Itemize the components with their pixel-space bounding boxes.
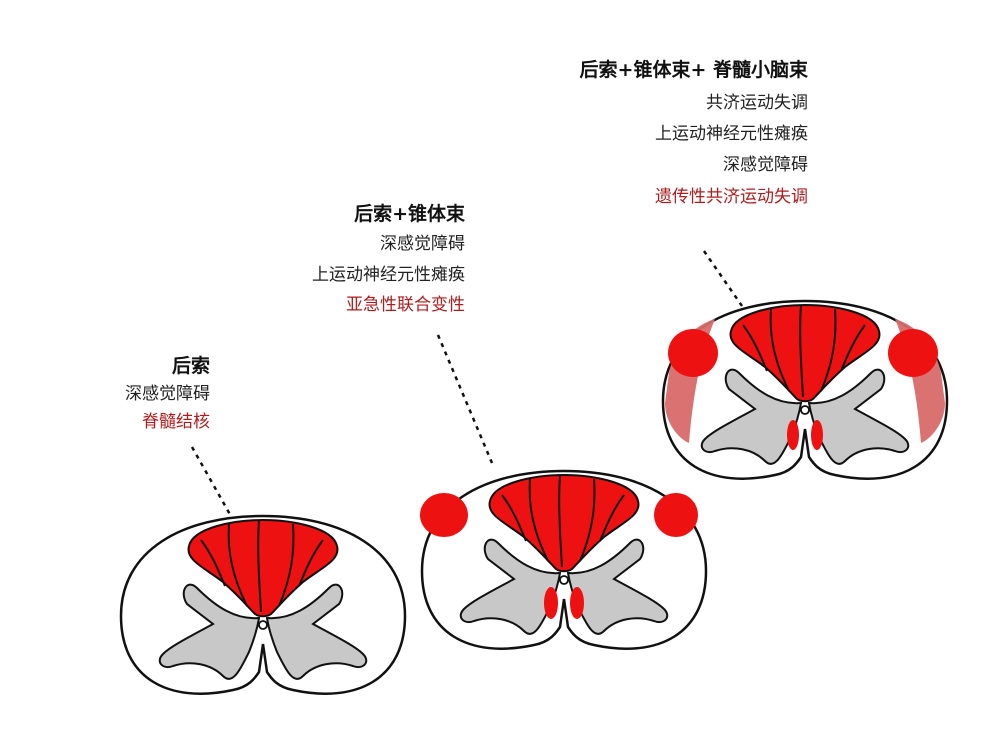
symptom-text: 上运动神经元性瘫痪 [655, 124, 808, 144]
leader-line-3 [702, 250, 744, 307]
panel-title: 后索+锥体束+ 脊髓小脑束 [579, 59, 808, 81]
symptom-text: 共济运动失调 [706, 93, 808, 113]
symptom-text: 深感觉障碍 [380, 234, 465, 254]
lateral-pyramidal-tract-left [668, 329, 718, 377]
disease-name: 亚急性联合变性 [346, 295, 465, 315]
leader-line-2 [436, 334, 494, 464]
anterior-pyramidal-tract-right [570, 587, 584, 619]
symptom-text: 深感觉障碍 [723, 155, 808, 175]
anterior-pyramidal-tract-left [544, 587, 558, 619]
lateral-pyramidal-tract-right [888, 329, 938, 377]
lateral-pyramidal-tract-left [420, 493, 468, 537]
panel-title: 后索 [171, 355, 210, 377]
symptom-text: 深感觉障碍 [125, 384, 210, 404]
cord-section-posterior [119, 514, 407, 695]
cord-section-posterior-pyramidal-spinocerebellar [661, 299, 949, 480]
lateral-pyramidal-tract-right [654, 493, 698, 537]
anterior-pyramidal-tract-right [811, 420, 823, 450]
panel-title: 后索+锥体束 [354, 203, 465, 225]
anterior-pyramidal-tract-left [787, 420, 799, 450]
symptom-text: 上运动神经元性瘫痪 [312, 265, 465, 285]
leader-line-1 [190, 446, 234, 519]
disease-name: 遗传性共济运动失调 [655, 187, 808, 207]
cord-section-posterior-pyramidal [420, 469, 708, 650]
disease-name: 脊髓结核 [142, 412, 210, 432]
